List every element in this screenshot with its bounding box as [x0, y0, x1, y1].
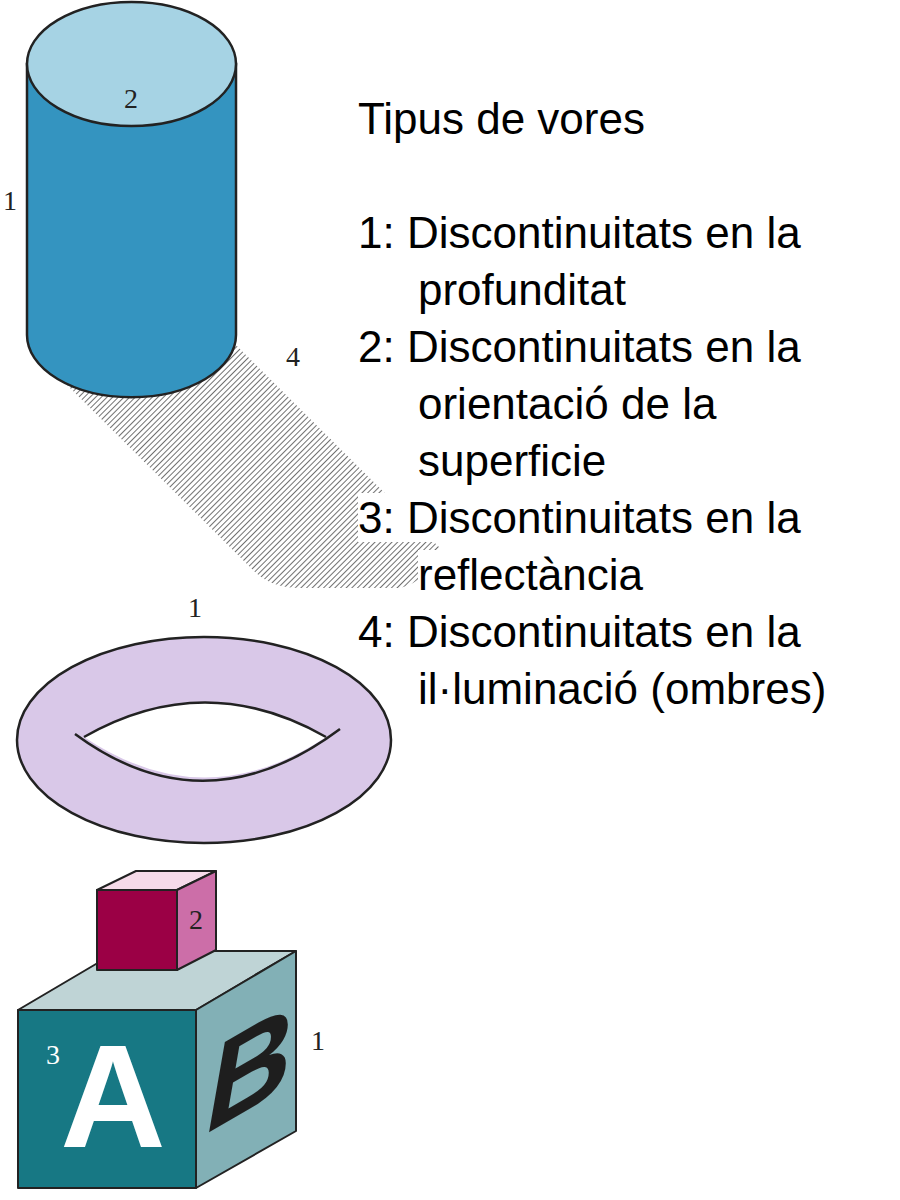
blocks	[18, 871, 296, 1188]
cylinder	[27, 2, 236, 397]
title: Tipus de vores	[358, 90, 645, 147]
list-item: 4: Discontinuitats en la il·luminació (o…	[358, 603, 890, 717]
callout-number: 1	[188, 594, 202, 622]
definition-list: 1: Discontinuitats en la profunditat2: D…	[358, 204, 890, 717]
callout-number: 2	[124, 85, 138, 113]
callout-number: 4	[286, 343, 300, 371]
list-item: 3: Discontinuitats en la reflectància	[358, 489, 890, 603]
edge-type-text: 1: Discontinuitats en la profunditat	[358, 208, 801, 314]
block-letter: A	[60, 1024, 165, 1170]
torus	[17, 637, 391, 843]
list-item: 2: Discontinuitats en la orientació de l…	[358, 318, 890, 489]
list-item: 1: Discontinuitats en la profunditat	[358, 204, 890, 318]
callout-number: 3	[46, 1041, 60, 1069]
callout-number: 1	[311, 1027, 325, 1055]
callout-number: 2	[189, 906, 203, 934]
edge-type-text: 4: Discontinuitats en la il·luminació (o…	[358, 607, 826, 713]
edge-type-text: 3: Discontinuitats en la reflectància	[358, 493, 801, 599]
callout-number: 1	[3, 187, 17, 215]
edge-type-text: 2: Discontinuitats en la orientació de l…	[358, 322, 801, 485]
